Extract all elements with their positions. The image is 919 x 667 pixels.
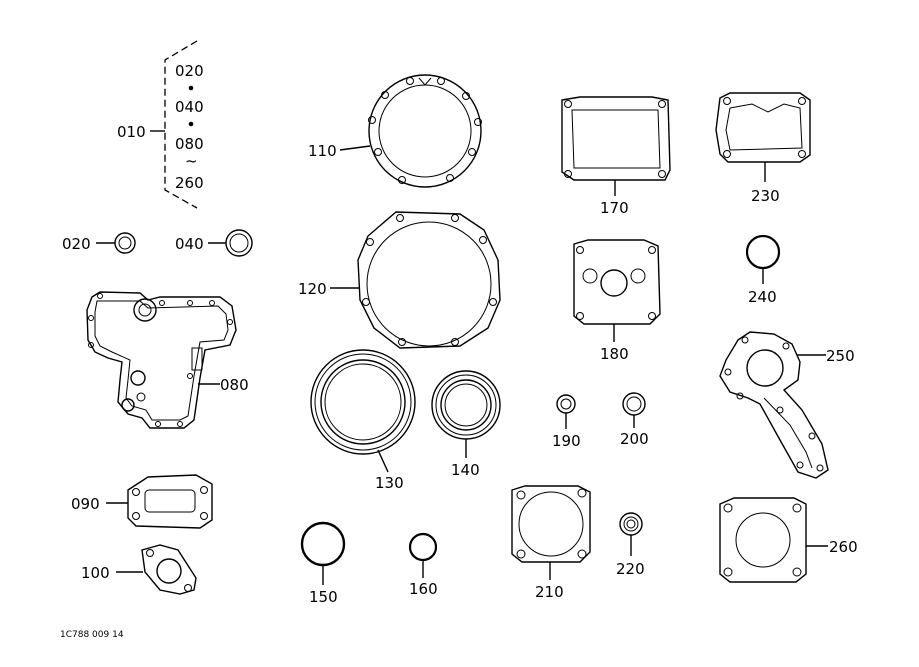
part-180-plate-gasket: 180 — [573, 239, 661, 363]
label-240: 240 — [748, 288, 777, 306]
group-tilde: ~ — [185, 152, 198, 170]
part-170-cover-gasket: 170 — [561, 96, 671, 217]
group-label: 010 — [117, 123, 146, 141]
label-170: 170 — [600, 199, 629, 217]
part-020-o-ring: 020 — [62, 232, 136, 254]
label-110: 110 — [308, 142, 337, 160]
label-250: 250 — [826, 347, 855, 365]
label-190: 190 — [552, 432, 581, 450]
separator-dot — [188, 121, 194, 127]
label-230: 230 — [751, 187, 780, 205]
part-100-flange-gasket: 100 — [81, 544, 197, 595]
label-080: 080 — [220, 376, 249, 394]
part-080-gear-case-gasket: 080 — [86, 291, 249, 429]
part-230-cover-gasket: 230 — [715, 92, 811, 205]
group-bracket-010: 010 020 040 080 ~ 260 — [117, 40, 204, 209]
part-190-o-ring: 190 — [552, 394, 581, 450]
label-220: 220 — [616, 560, 645, 578]
label-160: 160 — [409, 580, 438, 598]
part-040-o-ring: 040 — [175, 229, 253, 257]
part-130-oil-seal: 130 — [310, 349, 416, 492]
part-160-o-ring: 160 — [408, 532, 438, 598]
part-090-gasket: 090 — [71, 474, 213, 529]
label-150: 150 — [309, 588, 338, 606]
part-200-o-ring: 200 — [620, 392, 649, 448]
group-item-020: 020 — [175, 62, 204, 80]
label-100: 100 — [81, 564, 110, 582]
label-210: 210 — [535, 583, 564, 601]
part-250-water-pump-gasket: 250 — [719, 331, 855, 479]
group-item-040: 040 — [175, 98, 204, 116]
label-180: 180 — [600, 345, 629, 363]
part-110-cover-gasket: 110 — [308, 74, 482, 188]
label-120: 120 — [298, 280, 327, 298]
label-140: 140 — [451, 461, 480, 479]
group-item-080: 080 — [175, 135, 204, 153]
drawing-code: 1C788 009 14 — [60, 630, 124, 640]
part-120-flywheel-housing-gasket: 120 — [298, 211, 501, 349]
part-260-square-gasket: 260 — [719, 497, 858, 583]
part-240-o-ring: 240 — [745, 234, 781, 306]
group-item-260: 260 — [175, 174, 204, 192]
part-140-oil-seal: 140 — [431, 370, 501, 479]
label-040: 040 — [175, 235, 204, 253]
label-020: 020 — [62, 235, 91, 253]
label-200: 200 — [620, 430, 649, 448]
part-210-pump-gasket: 210 — [511, 485, 591, 601]
label-090: 090 — [71, 495, 100, 513]
label-260: 260 — [829, 538, 858, 556]
label-130: 130 — [375, 474, 404, 492]
part-220-seal: 220 — [616, 512, 645, 578]
separator-dot — [188, 85, 194, 91]
part-150-o-ring: 150 — [300, 521, 346, 606]
